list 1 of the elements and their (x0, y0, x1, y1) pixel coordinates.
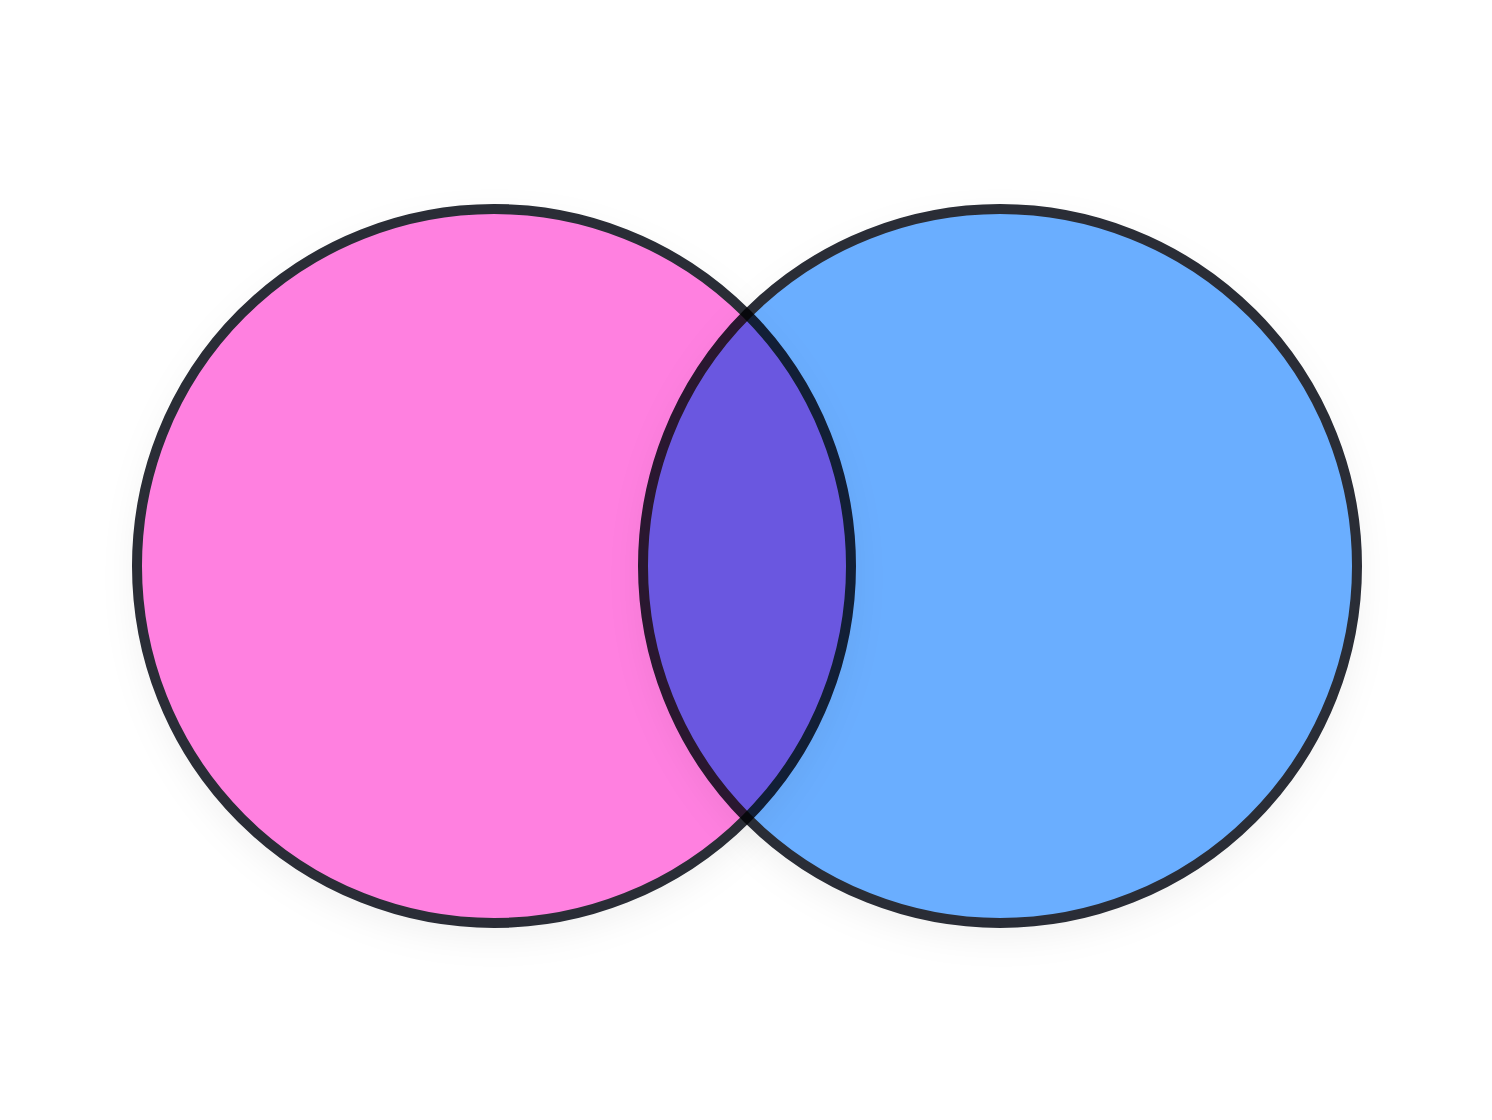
venn-circle (636, 202, 1364, 930)
